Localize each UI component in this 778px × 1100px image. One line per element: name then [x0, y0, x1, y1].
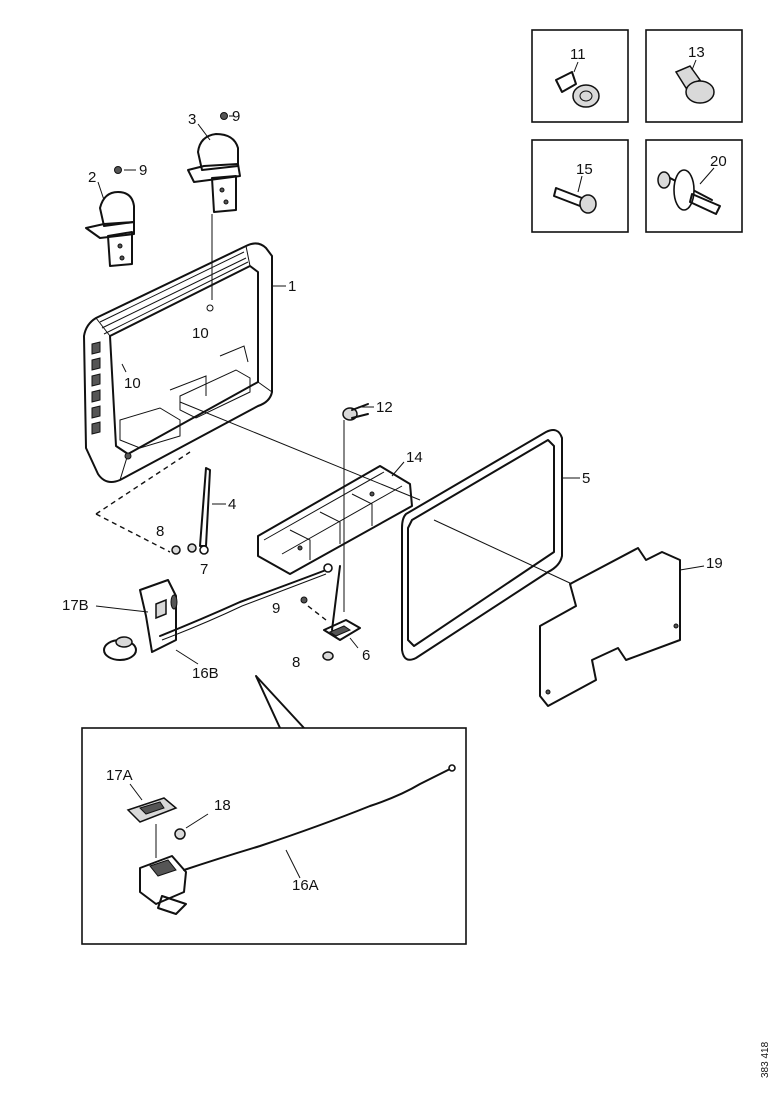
label-20: 20 [710, 153, 727, 170]
label-3: 3 [188, 111, 196, 128]
label-6: 6 [362, 647, 370, 664]
detail-box-11: 11 [531, 29, 629, 123]
label-7: 7 [200, 561, 208, 578]
label-9-b: 9 [232, 108, 240, 125]
housing-1 [83, 242, 273, 483]
label-5: 5 [582, 470, 590, 487]
tray-14 [257, 465, 413, 575]
washer-7 [187, 543, 197, 553]
callout-pointer [255, 675, 305, 729]
rod-4 [199, 467, 211, 555]
lever-6 [323, 565, 361, 641]
bracket-2 [85, 191, 135, 267]
clip-20 [657, 169, 721, 215]
pin-15 [553, 187, 597, 214]
latch-body-16a [139, 855, 187, 915]
detail-inset: 17A 18 16A [81, 727, 467, 945]
label-11: 11 [570, 46, 586, 63]
screw-9-a [114, 166, 122, 174]
mounting-outline [95, 451, 191, 553]
label-9-c: 9 [272, 600, 280, 617]
label-17a: 17A [106, 767, 133, 784]
detail-box-20: 20 [645, 139, 743, 233]
gasket-5 [401, 429, 563, 661]
reference-number: 383 418 [760, 1041, 771, 1078]
nut-8-a [171, 545, 181, 555]
label-16a: 16A [292, 877, 319, 894]
nut-18 [174, 828, 186, 840]
fastener-13 [674, 65, 715, 104]
label-15: 15 [576, 161, 593, 178]
label-8-a: 8 [156, 523, 164, 540]
cable-16a [183, 764, 456, 871]
label-10-b: 10 [124, 375, 141, 392]
cable-16b [159, 563, 333, 641]
screw-9-b [220, 112, 228, 120]
latch-17b [103, 579, 178, 661]
label-1: 1 [288, 278, 296, 295]
label-18: 18 [214, 797, 231, 814]
label-12: 12 [376, 399, 393, 416]
nut-8-b [322, 651, 334, 661]
detail-box-13: 13 [645, 29, 743, 123]
bolt-12 [342, 403, 369, 612]
label-19: 19 [706, 555, 723, 572]
label-14: 14 [406, 449, 423, 466]
label-8-b: 8 [292, 654, 300, 671]
cover-17a [126, 797, 178, 823]
label-16b: 16B [192, 665, 219, 682]
label-13: 13 [688, 44, 705, 61]
label-10-a: 10 [192, 325, 209, 342]
label-4: 4 [228, 496, 236, 513]
label-17b: 17B [62, 597, 89, 614]
fastener-11 [555, 71, 600, 108]
bracket-3 [187, 133, 241, 213]
screw-9-c [300, 596, 308, 604]
plate-19 [539, 547, 681, 707]
label-9-a: 9 [139, 162, 147, 179]
label-2: 2 [88, 169, 96, 186]
detail-box-15: 15 [531, 139, 629, 233]
